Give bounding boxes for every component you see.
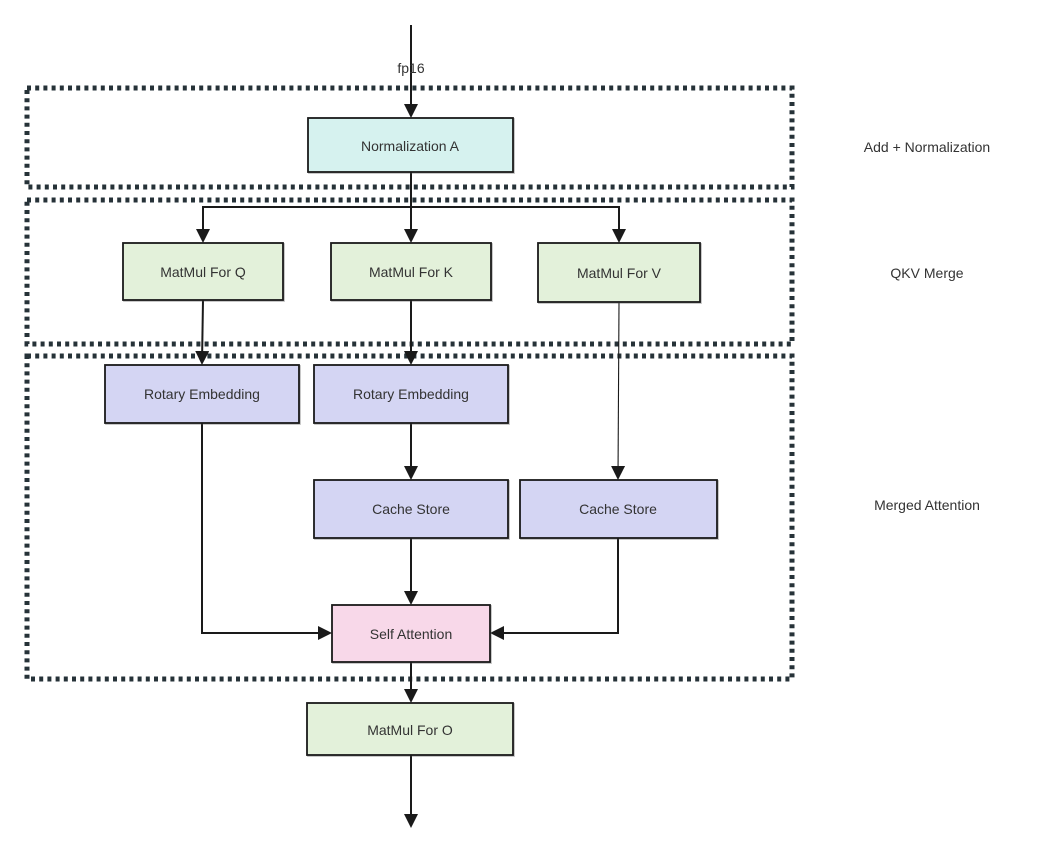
node-cache-store-v: Cache Store <box>519 479 718 539</box>
node-rotary-embedding-k-box <box>313 364 509 424</box>
node-matmul-q-label: MatMul For Q <box>160 264 246 280</box>
node-normalization-a-label: Normalization A <box>361 138 460 154</box>
node-matmul-o: MatMul For O <box>306 702 514 756</box>
node-rotary-embedding-q: Rotary Embedding <box>104 364 300 424</box>
node-cache-store-k-box <box>313 479 509 539</box>
edge-rotary-q-to-self-attn <box>201 423 332 640</box>
node-matmul-o-box <box>306 702 514 756</box>
node-rotary-embedding-k-label: Rotary Embedding <box>353 386 469 402</box>
region-label-qkv-merge: QKV Merge <box>890 265 963 281</box>
node-cache-store-v-label: Cache Store <box>579 501 657 517</box>
node-normalization-a: Normalization A <box>307 117 514 173</box>
node-cache-store-k-label: Cache Store <box>372 501 450 517</box>
region-add-normalization <box>24 85 795 190</box>
node-self-attention: Self Attention <box>331 604 491 663</box>
region-label-add-normalization: Add + Normalization <box>864 139 990 155</box>
edge-norm-to-matmul-q <box>196 206 411 243</box>
node-cache-store-v-box <box>519 479 718 539</box>
node-matmul-k-label: MatMul For K <box>369 264 454 280</box>
edge-matmul-v-to-cache-v <box>611 302 626 480</box>
node-rotary-embedding-k: Rotary Embedding <box>313 364 509 424</box>
node-rotary-embedding-q-label: Rotary Embedding <box>144 386 260 402</box>
edge-matmul-q-to-rotary-q <box>195 299 210 365</box>
node-normalization-a-box <box>307 117 514 173</box>
node-matmul-v-label: MatMul For V <box>577 265 662 281</box>
region-label-merged-attention: Merged Attention <box>874 497 980 513</box>
node-matmul-q: MatMul For Q <box>122 242 284 301</box>
node-matmul-o-label: MatMul For O <box>367 722 453 738</box>
region-qkv-merge <box>24 197 795 347</box>
node-self-attention-label: Self Attention <box>370 626 453 642</box>
edge-cache-v-to-self-attn <box>490 538 619 640</box>
node-matmul-k-box <box>330 242 492 301</box>
region-merged-attention <box>24 353 795 682</box>
node-rotary-embedding-q-box <box>104 364 300 424</box>
input-dtype-label: fp16 <box>397 60 424 76</box>
node-matmul-v: MatMul For V <box>537 242 701 303</box>
node-matmul-k: MatMul For K <box>330 242 492 301</box>
node-matmul-q-box <box>122 242 284 301</box>
node-self-attention-box <box>331 604 491 663</box>
edge-norm-to-matmul-v <box>411 206 626 243</box>
node-matmul-v-box <box>537 242 701 303</box>
node-cache-store-k: Cache Store <box>313 479 509 539</box>
